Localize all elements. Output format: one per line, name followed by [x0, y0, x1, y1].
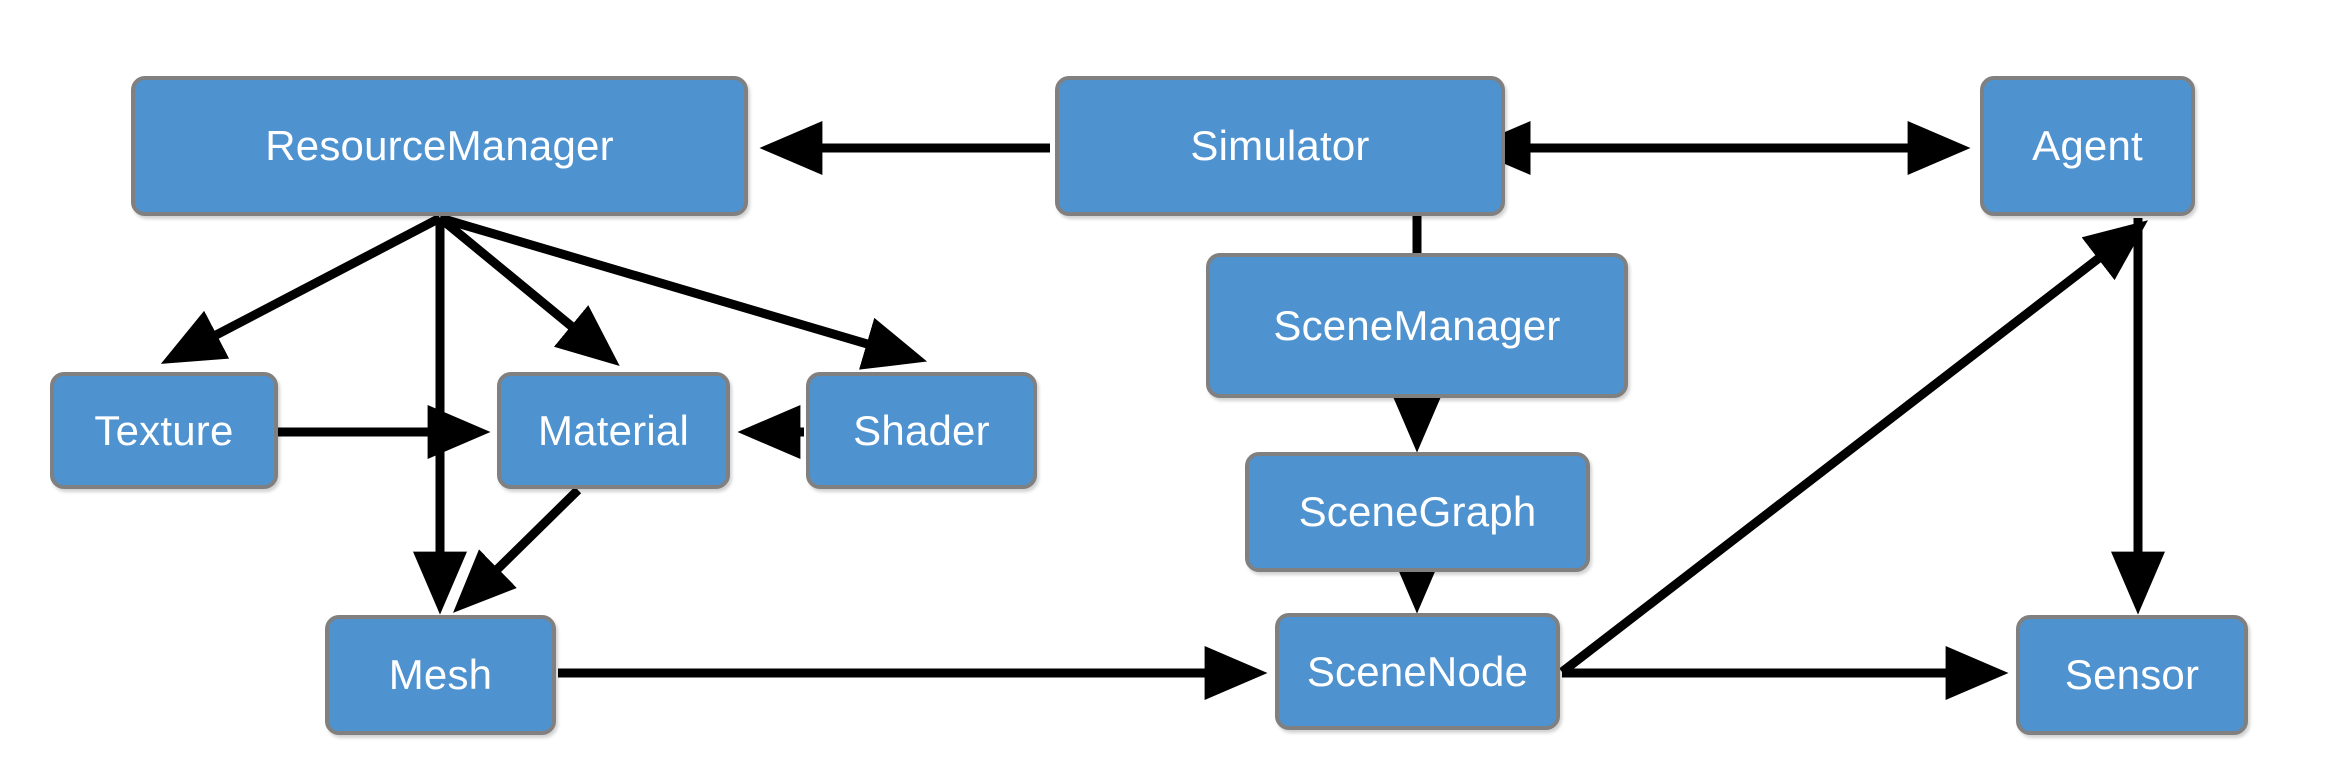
node-texture[interactable]: Texture: [50, 372, 278, 489]
node-simulator[interactable]: Simulator: [1055, 76, 1505, 216]
node-label-sensor: Sensor: [2064, 651, 2200, 698]
node-label-texture: Texture: [94, 406, 234, 454]
node-label-agent: Agent: [2032, 122, 2143, 169]
node-label-resource-manager: ResourceManager: [265, 122, 614, 169]
node-label-mesh: Mesh: [388, 651, 493, 698]
node-resource-manager[interactable]: ResourceManager: [131, 76, 748, 216]
node-agent[interactable]: Agent: [1980, 76, 2195, 216]
node-scene-manager[interactable]: SceneManager: [1206, 253, 1628, 398]
node-shader[interactable]: Shader: [806, 372, 1037, 489]
node-sensor[interactable]: Sensor: [2016, 615, 2248, 735]
node-label-scene-manager: SceneManager: [1273, 301, 1561, 349]
node-label-shader: Shader: [853, 406, 990, 454]
node-label-scene-node: SceneNode: [1306, 647, 1529, 695]
node-label-scene-graph: SceneGraph: [1298, 488, 1537, 535]
node-material[interactable]: Material: [497, 372, 730, 489]
node-mesh[interactable]: Mesh: [325, 615, 556, 735]
node-label-simulator: Simulator: [1190, 122, 1370, 169]
node-scene-node[interactable]: SceneNode: [1275, 613, 1560, 730]
node-scene-graph[interactable]: SceneGraph: [1245, 452, 1590, 572]
node-label-material: Material: [538, 406, 689, 454]
